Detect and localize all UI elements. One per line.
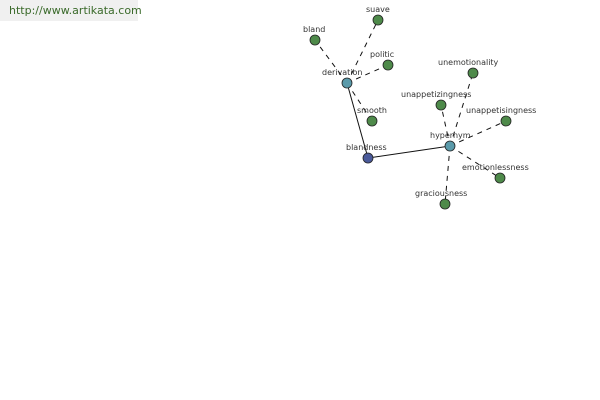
node-unemotionality[interactable]: unemotionality bbox=[438, 58, 499, 79]
node-bland[interactable]: bland bbox=[303, 25, 325, 46]
node-dot-smooth[interactable] bbox=[366, 115, 378, 127]
node-hypernym[interactable]: hypernym bbox=[430, 131, 471, 152]
node-graciousness[interactable]: graciousness bbox=[415, 189, 467, 210]
edge-hypernym-unappetizingness bbox=[440, 104, 451, 147]
node-emotionlessness[interactable]: emotionlessness bbox=[462, 163, 529, 184]
edge-derivation-suave bbox=[346, 19, 379, 84]
node-dot-unemotionality[interactable] bbox=[467, 67, 479, 79]
node-blandness[interactable]: blandness bbox=[346, 143, 387, 164]
node-label-unappetizingness[interactable]: unappetizingness bbox=[401, 90, 471, 99]
node-dot-derivation[interactable] bbox=[341, 77, 353, 89]
node-dot-suave[interactable] bbox=[372, 14, 384, 26]
edge-derivation-politic bbox=[346, 64, 389, 84]
node-unappetizingness[interactable]: unappetizingness bbox=[401, 90, 471, 111]
node-dot-emotionlessness[interactable] bbox=[494, 172, 506, 184]
source-url-link[interactable]: http://www.artikata.com bbox=[9, 4, 142, 17]
node-dot-blandness[interactable] bbox=[362, 152, 374, 164]
node-label-bland[interactable]: bland bbox=[303, 25, 325, 34]
node-dot-politic[interactable] bbox=[382, 59, 394, 71]
node-label-unappetisingness[interactable]: unappetisingness bbox=[466, 106, 536, 115]
node-derivation[interactable]: derivation bbox=[322, 68, 362, 89]
node-label-emotionlessness[interactable]: emotionlessness bbox=[462, 163, 529, 172]
node-unappetisingness[interactable]: unappetisingness bbox=[466, 106, 536, 127]
node-suave[interactable]: suave bbox=[366, 5, 390, 26]
edge-hypernym-emotionlessness bbox=[449, 145, 501, 179]
node-label-derivation[interactable]: derivation bbox=[322, 68, 362, 77]
node-dot-hypernym[interactable] bbox=[444, 140, 456, 152]
graph-nodes: blandness derivation hypernym bland suave pol… bbox=[303, 5, 536, 210]
node-label-politic[interactable]: politic bbox=[370, 50, 394, 59]
edge-hypernym-unemotionality bbox=[449, 72, 474, 147]
node-dot-unappetisingness[interactable] bbox=[500, 115, 512, 127]
node-label-hypernym[interactable]: hypernym bbox=[430, 131, 471, 140]
node-label-suave[interactable]: suave bbox=[366, 5, 390, 14]
node-label-smooth[interactable]: smooth bbox=[357, 106, 387, 115]
edge-derivation-bland bbox=[314, 39, 348, 84]
node-politic[interactable]: politic bbox=[370, 50, 394, 71]
node-smooth[interactable]: smooth bbox=[357, 106, 387, 127]
edge-derivation-smooth bbox=[346, 82, 373, 122]
edge-hypernym-unappetisingness bbox=[449, 120, 507, 147]
node-dot-graciousness[interactable] bbox=[439, 198, 451, 210]
edge-blandness-derivation bbox=[346, 82, 369, 159]
source-url-banner[interactable]: http://www.artikata.com bbox=[0, 0, 142, 21]
graph-edges bbox=[314, 19, 507, 205]
edge-blandness-hypernym bbox=[367, 145, 451, 159]
node-dot-bland[interactable] bbox=[309, 34, 321, 46]
node-label-blandness[interactable]: blandness bbox=[346, 143, 387, 152]
node-label-graciousness[interactable]: graciousness bbox=[415, 189, 467, 198]
node-dot-unappetizingness[interactable] bbox=[435, 99, 447, 111]
node-label-unemotionality[interactable]: unemotionality bbox=[438, 58, 499, 67]
